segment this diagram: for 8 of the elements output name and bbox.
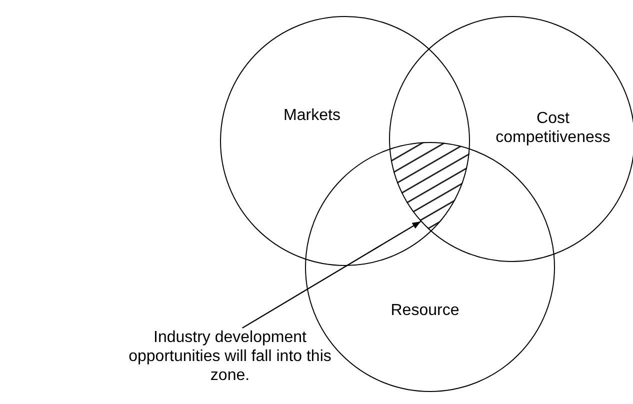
circle-label: Resource xyxy=(390,301,460,320)
hatched-zone xyxy=(390,142,470,232)
venn-circle xyxy=(220,16,470,266)
venn-circle xyxy=(389,16,633,262)
circle-label: Markets xyxy=(282,106,342,125)
leader-arrow xyxy=(242,220,422,329)
callout-text: Industry development opportunities will fall into this zone. xyxy=(112,328,348,385)
circle-label: Cost competitiveness xyxy=(494,109,612,147)
